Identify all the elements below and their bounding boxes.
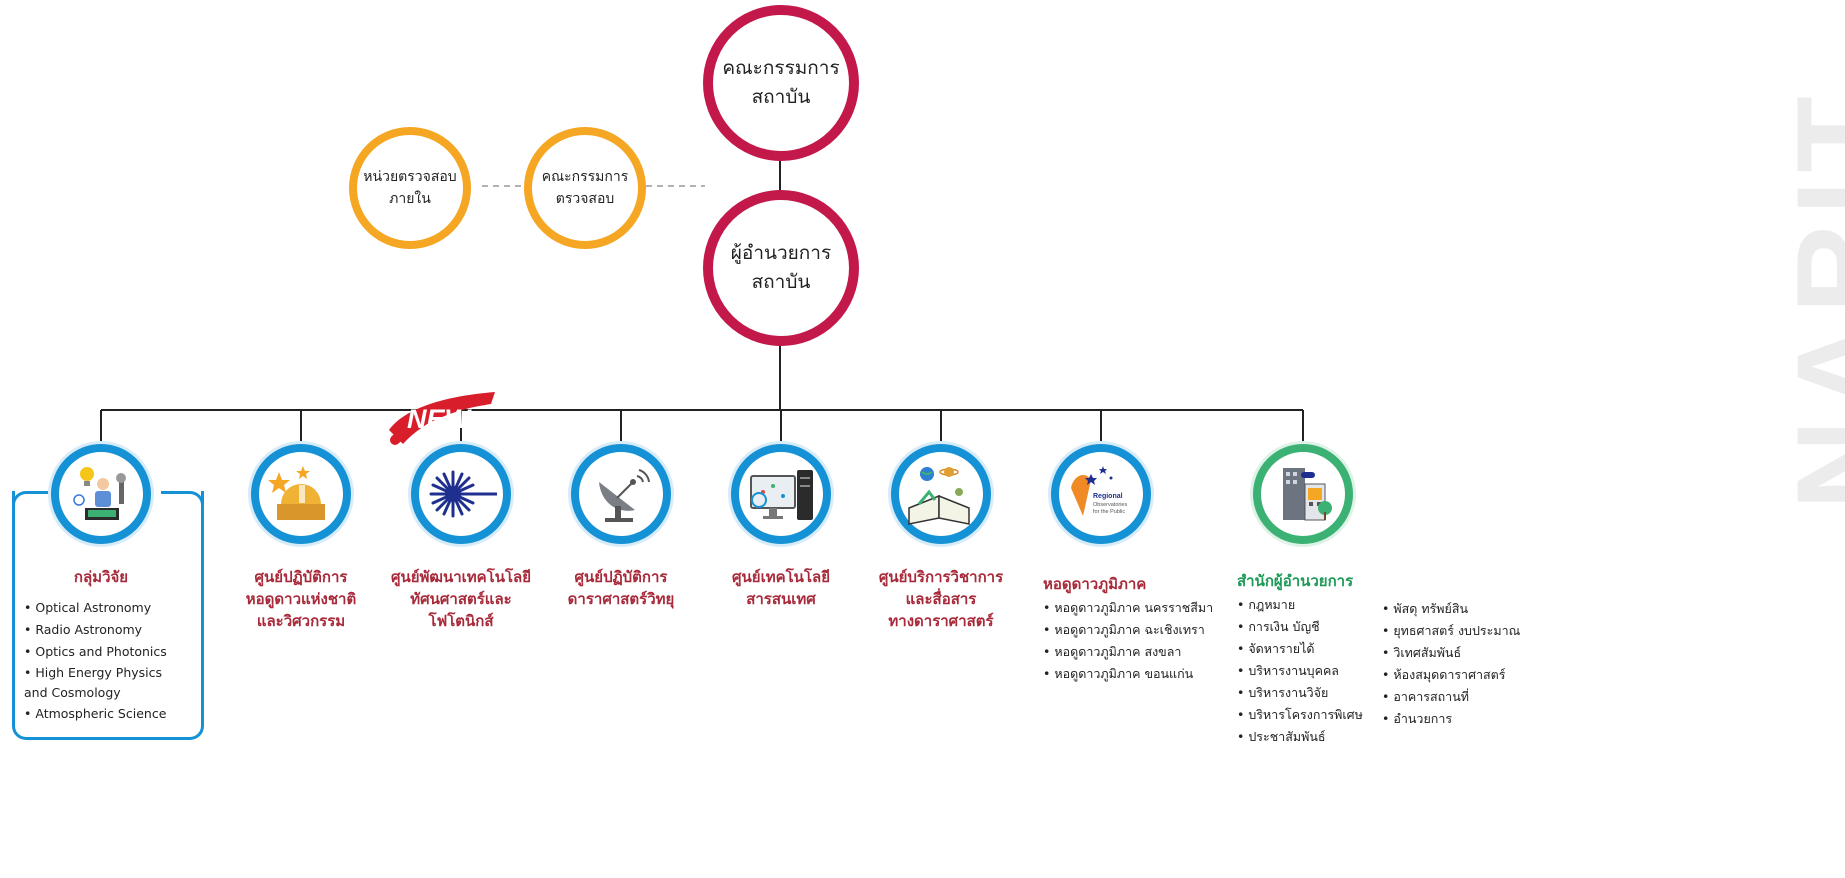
open-book-planet-icon bbox=[908, 467, 970, 525]
list-item: จัดหารายได้ bbox=[1237, 638, 1367, 660]
office-building-icon bbox=[1283, 468, 1332, 521]
list-item: Optical Astronomy bbox=[24, 597, 196, 619]
unit-title-research: กลุ่มวิจัย bbox=[73, 568, 129, 586]
unit-icon-office bbox=[1253, 444, 1353, 544]
unit-icon-optics bbox=[411, 444, 511, 544]
regional-observatory-logo-icon: Regional Observatories for the Public bbox=[1071, 466, 1127, 516]
list-item: หอดูดาวภูมิภาค นครราชสีมา bbox=[1043, 597, 1243, 619]
list-item: High Energy Physics and Cosmology bbox=[24, 663, 196, 703]
new-badge-label: NEW bbox=[407, 404, 473, 434]
board-label: คณะกรรมการ สถาบัน bbox=[722, 57, 840, 108]
svg-text:Observatories: Observatories bbox=[1093, 502, 1127, 508]
unit-icon-it bbox=[731, 444, 831, 544]
list-item: บริหารโครงการพิเศษ bbox=[1237, 704, 1367, 726]
list-item: บริหารงานวิจัย bbox=[1237, 682, 1367, 704]
unit-icon-observatory bbox=[251, 444, 351, 544]
research-group-frame bbox=[12, 491, 204, 740]
unit-title-observatory: ศูนย์ปฏิบัติการ หอดูดาวแห่งชาติ และวิศวก… bbox=[245, 568, 357, 630]
list-item: หอดูดาวภูมิภาค สงขลา bbox=[1043, 641, 1243, 663]
list-item: ประชาสัมพันธ์ bbox=[1237, 726, 1367, 748]
list-item: บริหารงานบุคคล bbox=[1237, 660, 1367, 682]
list-item: ยุทธศาสตร์ งบประมาณ bbox=[1382, 620, 1552, 642]
computer-server-icon bbox=[750, 470, 813, 520]
regional-list: หอดูดาวภูมิภาค นครราชสีมา หอดูดาวภูมิภาค… bbox=[1043, 597, 1243, 685]
list-item: Atmospheric Science bbox=[24, 703, 196, 725]
audit-unit-circle: หน่วยตรวจสอบ ภายใน bbox=[349, 127, 471, 249]
office-list: กฎหมาย การเงิน บัญชี จัดหารายได้ บริหารง… bbox=[1237, 594, 1367, 748]
audit-committee-label: คณะกรรมการ ตรวจสอบ bbox=[541, 169, 629, 207]
research-list: Optical Astronomy Radio Astronomy Optics… bbox=[24, 597, 196, 725]
list-item: Optics and Photonics bbox=[24, 641, 196, 663]
unit-title-it: ศูนย์เทคโนโลยี สารสนเทศ bbox=[732, 568, 830, 608]
list-item: การเงิน บัญชี bbox=[1237, 616, 1367, 638]
unit-icon-regional: Regional Observatories for the Public bbox=[1051, 444, 1151, 544]
board-circle: คณะกรรมการ สถาบัน bbox=[703, 5, 859, 161]
unit-icon-radio bbox=[571, 444, 671, 544]
list-item: หอดูดาวภูมิภาค ขอนแก่น bbox=[1043, 663, 1243, 685]
director-label: ผู้อำนวยการ สถาบัน bbox=[730, 242, 832, 293]
list-item: Radio Astronomy bbox=[24, 619, 196, 641]
svg-text:Regional: Regional bbox=[1093, 493, 1123, 500]
list-item: อำนวยการ bbox=[1382, 708, 1552, 730]
audit-unit-label: หน่วยตรวจสอบ ภายใน bbox=[363, 169, 457, 207]
list-item: กฎหมาย bbox=[1237, 594, 1367, 616]
unit-title-regional: หอดูดาวภูมิภาค bbox=[1043, 575, 1147, 593]
radio-dish-icon bbox=[599, 469, 650, 522]
laser-burst-icon bbox=[429, 470, 497, 518]
unit-title-outreach: ศูนย์บริการวิชาการ และสื่อสาร ทางดาราศาส… bbox=[878, 568, 1004, 630]
unit-title-radio: ศูนย์ปฏิบัติการ ดาราศาสตร์วิทยุ bbox=[567, 568, 675, 608]
watermark-text: NARIT bbox=[1772, 88, 1845, 510]
observatory-dome-icon bbox=[268, 466, 325, 520]
unit-icon-outreach bbox=[891, 444, 991, 544]
narit-watermark: NARIT bbox=[1740, 40, 1845, 540]
unit-icon-research bbox=[51, 444, 151, 544]
list-item: วิเทศสัมพันธ์ bbox=[1382, 642, 1552, 664]
list-item: หอดูดาวภูมิภาค ฉะเชิงเทรา bbox=[1043, 619, 1243, 641]
research-scientist-icon bbox=[73, 467, 126, 520]
unit-title-optics: ศูนย์พัฒนาเทคโนโลยี ทัศนศาสตร์และ โฟโตนิ… bbox=[390, 568, 532, 630]
new-badge: NEW bbox=[389, 392, 495, 445]
list-item: ห้องสมุดดาราศาสตร์ bbox=[1382, 664, 1552, 686]
list-item: อาคารสถานที่ bbox=[1382, 686, 1552, 708]
audit-committee-circle: คณะกรรมการ ตรวจสอบ bbox=[524, 127, 646, 249]
list-item: พัสดุ ทรัพย์สิน bbox=[1382, 598, 1552, 620]
unit-title-office: สำนักผู้อำนวยการ bbox=[1237, 572, 1354, 590]
office-list-2: พัสดุ ทรัพย์สิน ยุทธศาสตร์ งบประมาณ วิเท… bbox=[1382, 598, 1552, 730]
director-circle: ผู้อำนวยการ สถาบัน bbox=[703, 190, 859, 346]
svg-text:for the Public: for the Public bbox=[1093, 509, 1125, 515]
